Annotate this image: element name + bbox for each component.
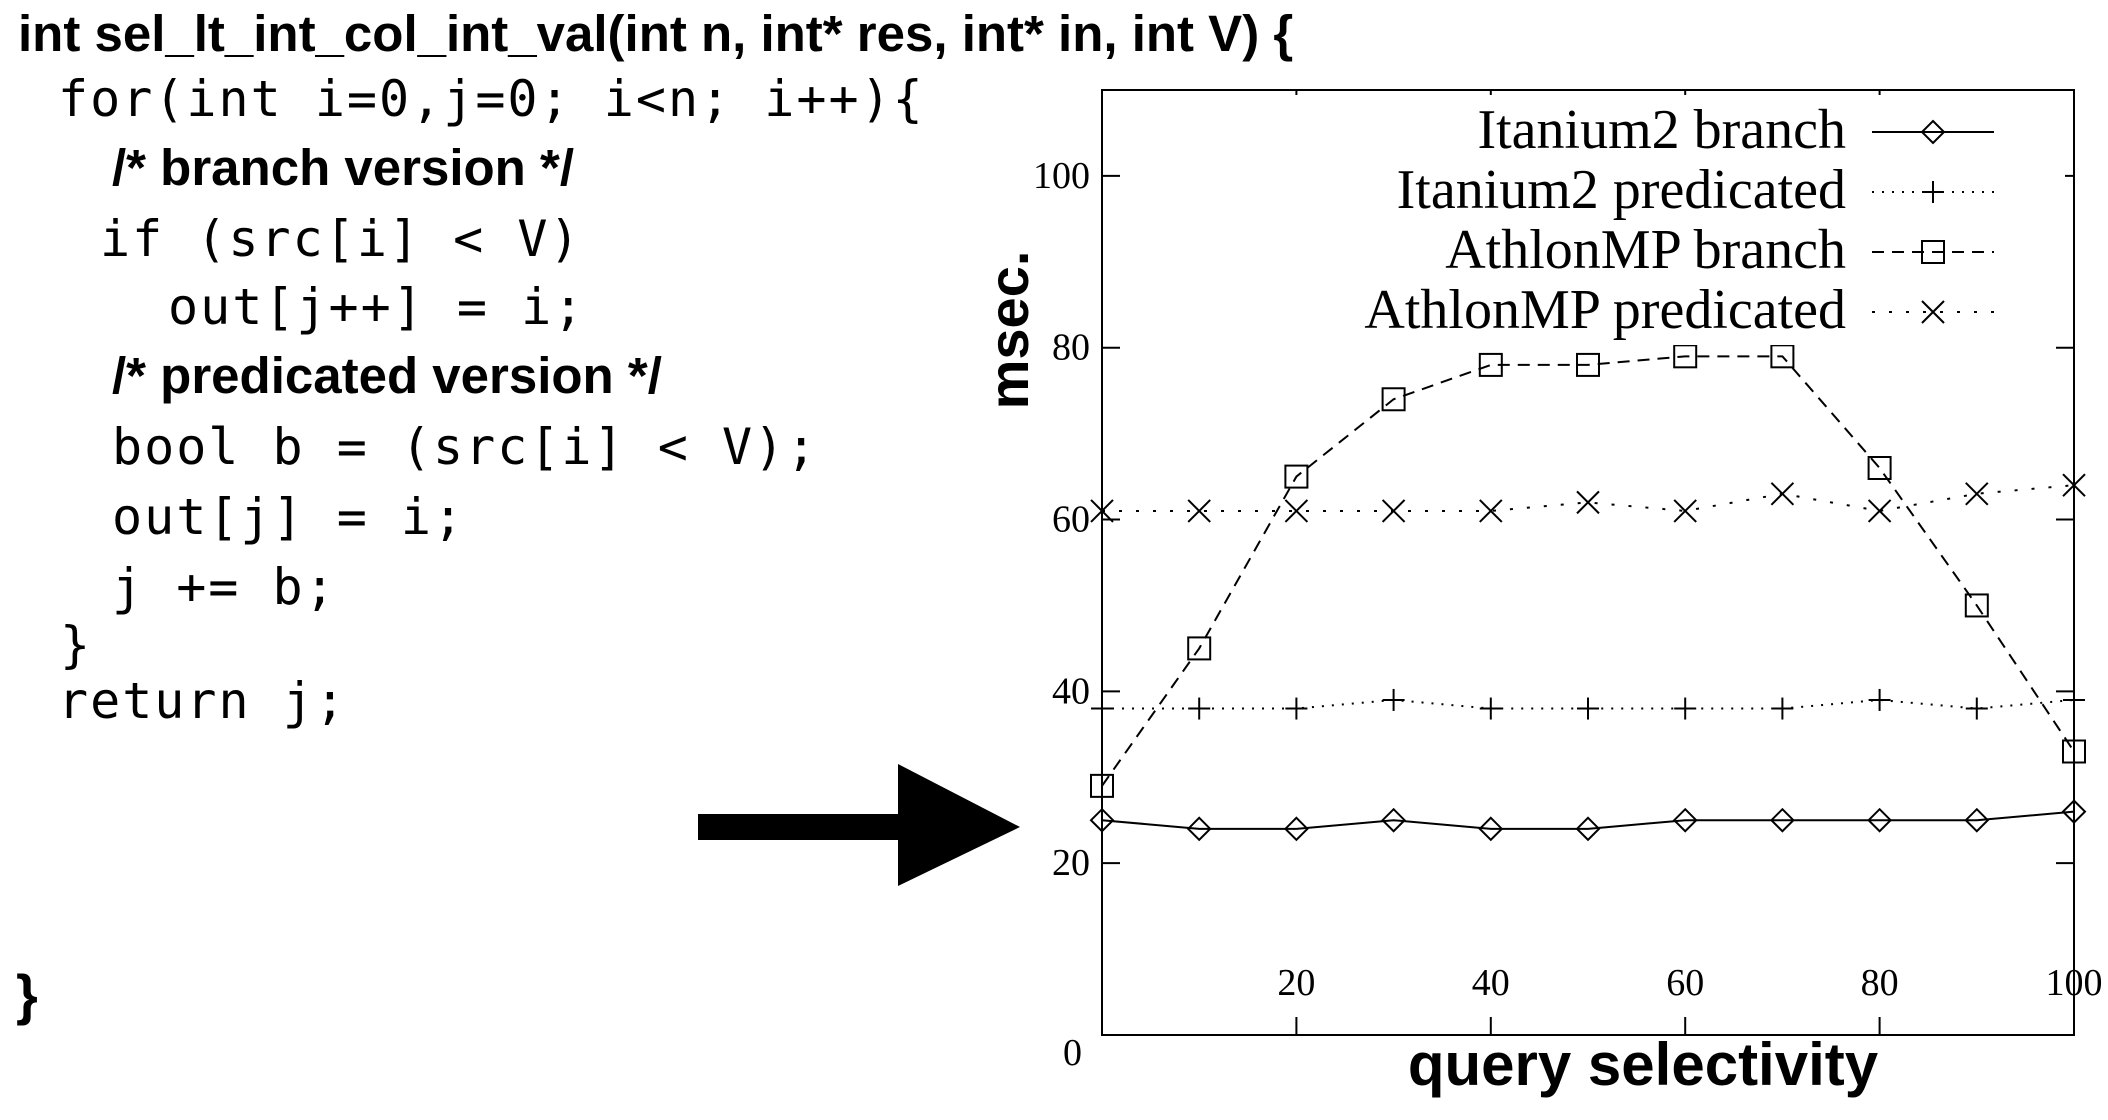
- assign-line: out[j++] = i;: [168, 278, 586, 336]
- cross-marker: [1187, 499, 1211, 523]
- plus-marker: [2063, 688, 2085, 711]
- series-line-athlonmp-predicated: [1102, 484, 2075, 512]
- cross-marker: [1284, 499, 1309, 523]
- series-itanium2-branch: [1089, 799, 2087, 842]
- x-axis-label: query selectivity: [1408, 1031, 1879, 1098]
- if-line: if (src[i] < V): [100, 210, 582, 268]
- x-tick-label: 100: [2046, 962, 2103, 1004]
- plus-marker: [1285, 697, 1308, 720]
- diamond-marker: [1672, 807, 1698, 833]
- series-line-itanium2-predicated: [1102, 698, 2075, 710]
- y-tick-label: 60: [1052, 499, 1090, 541]
- square-marker: [1187, 636, 1212, 661]
- plus-marker: [1965, 697, 1988, 720]
- function-close-brace: }: [16, 963, 38, 1026]
- diamond-marker: [1478, 816, 1504, 842]
- plus-marker: [1382, 688, 1405, 711]
- legend-label: AthlonMP predicated: [1364, 279, 1846, 341]
- plus-marker: [1922, 181, 1944, 203]
- plus-marker: [1188, 697, 1211, 720]
- cross-marker: [1090, 499, 1114, 523]
- plus-marker: [1674, 697, 1697, 720]
- series-athlonmp-predicated: [1090, 473, 2086, 523]
- square-marker: [1576, 352, 1600, 377]
- series-line-itanium2-branch: [1101, 810, 2075, 830]
- square-marker: [1770, 344, 1795, 369]
- y-axis-label: msec.: [977, 251, 1040, 410]
- diamond-marker: [1186, 816, 1212, 842]
- plus-marker: [1479, 697, 1502, 720]
- for-loop-line: for(int i=0,j=0; i<n; i++){: [58, 70, 925, 128]
- cross-marker: [1770, 482, 1795, 506]
- plus-marker: [1868, 688, 1891, 711]
- plot-frame: [1101, 89, 2075, 1036]
- square-marker: [1867, 456, 1892, 480]
- square-marker: [1964, 593, 1989, 618]
- square-marker: [1921, 240, 1945, 264]
- diamond-marker: [1089, 807, 1115, 833]
- diamond-marker: [1964, 807, 1990, 833]
- y-tick-label: 40: [1052, 670, 1090, 712]
- square-marker: [1478, 352, 1503, 377]
- legend-label: AthlonMP branch: [1445, 219, 1846, 281]
- cross-marker: [2062, 473, 2086, 497]
- cross-marker: [1381, 499, 1406, 523]
- diamond-marker: [1867, 807, 1893, 833]
- plus-marker: [1771, 697, 1794, 720]
- diamond-marker: [1381, 807, 1407, 833]
- series-line-athlonmp-branch: [1101, 355, 2075, 787]
- out-line: out[j] = i;: [112, 488, 466, 546]
- diamond-marker: [1575, 816, 1601, 842]
- cross-marker: [1965, 482, 1989, 506]
- bool-line: bool b = (src[i] < V);: [112, 418, 819, 476]
- square-marker: [1673, 344, 1698, 369]
- predicated-version-comment: /* predicated version */: [112, 347, 662, 404]
- series-athlonmp-branch: [1090, 344, 2086, 798]
- diamond-marker: [1283, 816, 1309, 842]
- diamond-marker: [1769, 807, 1795, 833]
- cross-marker: [1479, 499, 1503, 523]
- branch-version-comment: /* branch version */: [112, 139, 574, 196]
- square-marker: [2062, 739, 2086, 764]
- for-close-brace: }: [60, 616, 93, 674]
- code-listing: int sel_lt_int_col_int_val(int n, int* r…: [0, 0, 1293, 1120]
- y-tick-label: 100: [1033, 155, 1090, 197]
- plus-marker: [1577, 697, 1599, 720]
- y-tick-label: 0: [1063, 1032, 1082, 1074]
- y-tick-label: 20: [1052, 842, 1090, 884]
- cross-marker: [1921, 300, 1945, 324]
- square-marker: [1284, 464, 1309, 489]
- cross-marker: [1673, 499, 1697, 523]
- series-itanium2-predicated: [1091, 688, 2085, 720]
- increment-line: j += b;: [112, 558, 337, 616]
- cross-marker: [1576, 490, 1600, 515]
- x-tick-label: 60: [1666, 962, 1704, 1004]
- return-line: return j;: [58, 672, 347, 730]
- x-tick-label: 80: [1861, 962, 1899, 1004]
- x-tick-label: 20: [1277, 962, 1315, 1004]
- legend-label: Itanium2 branch: [1477, 99, 1846, 161]
- right-arrow-icon: [698, 764, 1020, 886]
- y-tick-label: 80: [1052, 327, 1090, 369]
- plus-marker: [1091, 697, 1113, 720]
- x-tick-label: 40: [1472, 962, 1510, 1004]
- square-marker: [1090, 773, 1114, 798]
- square-marker: [1381, 387, 1406, 412]
- cross-marker: [1867, 499, 1892, 523]
- diamond-marker: [1920, 119, 1946, 145]
- legend-background: [1250, 95, 2065, 345]
- function-signature: int sel_lt_int_col_int_val(int n, int* r…: [18, 5, 1294, 62]
- diamond-marker: [2061, 799, 2087, 825]
- legend-label: Itanium2 predicated: [1397, 159, 1846, 221]
